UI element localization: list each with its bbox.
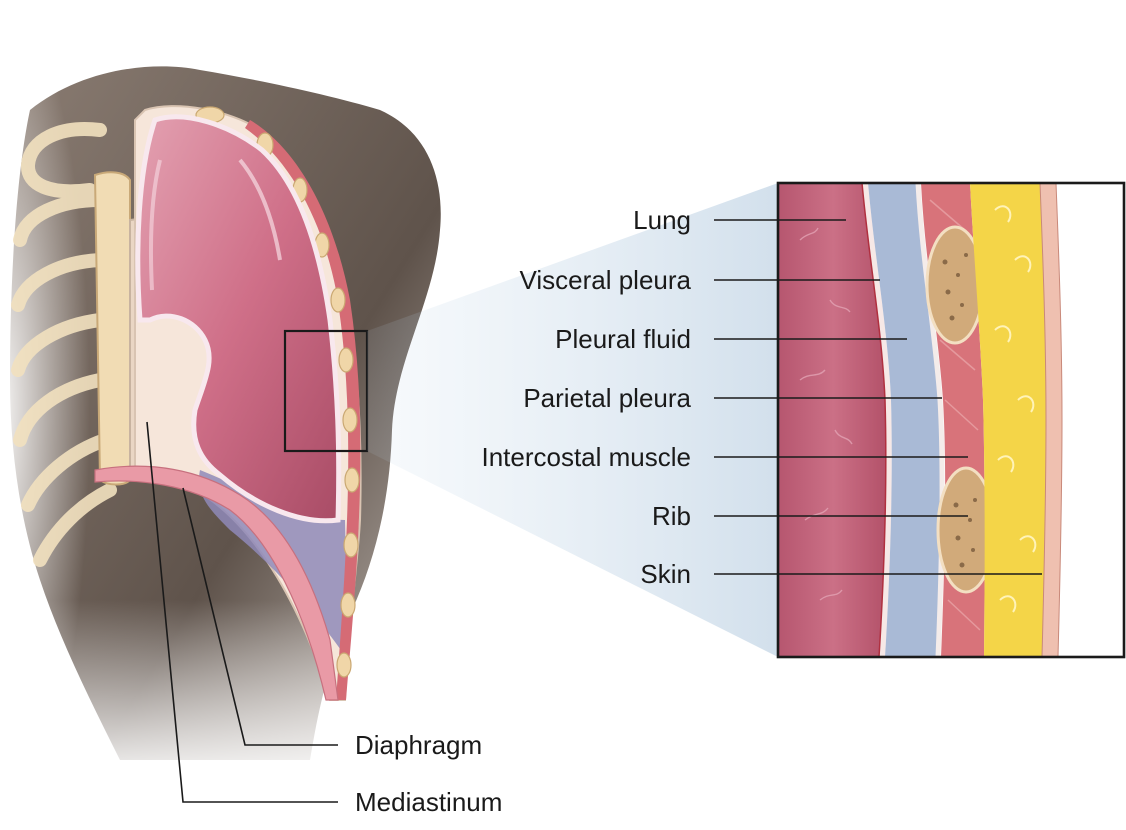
inset-fat-layer [970,183,1046,657]
inset-cross-section [778,183,1124,657]
inset-lung-tissue [778,183,889,657]
inset-pleural-fluid [868,183,943,657]
diaphragm-band [94,465,339,701]
label-visceral-pleura: Visceral pleura [519,265,691,295]
torso-illustration [0,60,470,780]
label-intercostal-muscle: Intercostal muscle [481,442,691,472]
label-lung: Lung [633,205,691,235]
sternum [93,171,131,486]
inset-frame [776,181,1126,659]
lung-shape [135,114,342,524]
label-diaphragm: Diaphragm [355,730,482,760]
inset-skin [1039,183,1063,657]
rib-cage [11,122,117,567]
leader-lines [146,219,1042,803]
label-skin: Skin [640,559,691,589]
labels: Lung Visceral pleura Pleural fluid Parie… [355,205,692,817]
label-pleural-fluid: Pleural fluid [555,324,691,354]
rib-sections [195,106,360,678]
label-mediastinum: Mediastinum [355,787,502,817]
label-rib: Rib [652,501,691,531]
chest-wall-strip [245,120,361,700]
zoom-beam [367,183,778,657]
label-parietal-pleura: Parietal pleura [523,383,691,413]
